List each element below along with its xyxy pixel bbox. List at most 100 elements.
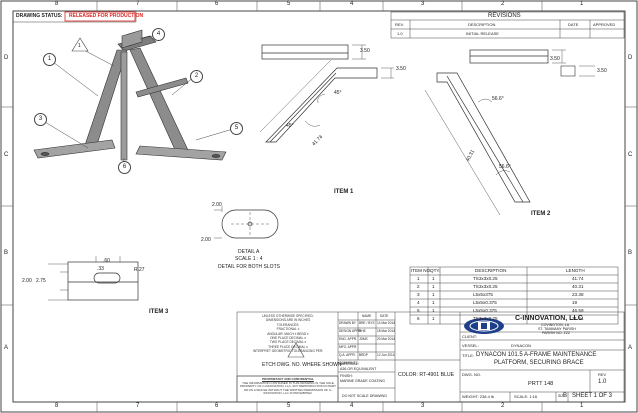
detail-scale: SCALE 1 : 4 [235,256,263,262]
balloon-6: 6 [118,161,131,174]
tolerance-line: ONE PLACE DECIMAL ± [270,336,306,341]
bom-cell-length: 23.38 [572,292,584,297]
item1-top-bar [261,44,349,60]
center-post [120,51,128,161]
material-value: A36 OR EQUIVALENT [340,367,377,371]
item2-dim-top-height: 3.50 [550,56,560,62]
bom-cell-desc: TS3x3x0.25 [473,276,498,281]
balloon-4-label: 4 [156,31,161,37]
item3-dim-radius: R.27 [134,267,145,273]
bom-cell-item: 1 [417,276,420,281]
note-flag-triangle [71,37,89,52]
size-value: B [563,393,568,399]
approval-name: JDMS [359,337,368,341]
detail-a-view [214,206,279,239]
company-name: C-INNOVATION, LLC [515,315,583,322]
tolerance-line: ANGULAR: MACH ± BEND ± [267,331,309,336]
tolerance-line: TWO PLACE DECIMAL ± [269,340,307,345]
rev-label: REV [598,372,607,377]
bom-cell-qty: 1 [432,284,435,289]
vessel-value: DYNACON [511,343,532,348]
tolerance-line: INTERPRET GEOMETRIC TOLERANCING PER: [252,349,324,354]
company-address-2: ST. TAMMANY PARISH [538,327,576,331]
revisions-header-date: DATE [568,22,579,27]
approvals-header-date: DATE [380,314,389,318]
tolerance-line: UNLESS OTHERWISE SPECIFIED: [262,314,314,318]
base-left [33,139,116,159]
revisions-header-desc: DESCRIPTION [468,22,496,27]
tolerance-line: TOLERANCES: [276,322,300,327]
balloon-4: 4 [152,28,165,41]
proprietary-body: THE INFORMATION CONTAINED IN THIS DRAWIN… [240,380,336,396]
zone-label-right-D: D [628,55,633,61]
approval-name: RHE [359,329,366,333]
zone-label-right-C: C [628,152,633,158]
item3-view [48,256,139,301]
zone-label-bottom-5: 5 [287,403,291,409]
bom-cell-desc: L5x5x0.375 [473,308,497,313]
bom-cell-desc: TS3x3x0.25 [473,284,498,289]
no-scale-note: DO NOT SCALE DRAWING [342,394,387,398]
zone-label-left-D: D [4,55,9,61]
item1-dim-angled-height: 3.50 [396,66,406,72]
drawing-title-line-1: DYNACON 101.5 A-FRAME MAINTENANCE [476,352,597,358]
zone-label-top-8: 8 [55,1,59,7]
item3-dim-a: .60 [103,258,110,264]
zone-label-bottom-8: 8 [55,403,59,409]
bom-table-grid [409,266,619,325]
balloon-5: 5 [230,122,243,135]
tolerance-line: THREE PLACE DECIMAL ± [268,344,308,349]
balloon-2-label: 2 [194,73,199,79]
foot-slot-right [211,154,221,158]
zone-label-left-B: B [4,250,9,256]
sheet-label: SHEET 1 OF 3 [572,393,612,399]
zone-label-left-A: A [4,345,9,351]
revisions-header-approved: APPROVED [593,22,616,27]
bom-cell-qty: 1 [432,300,435,305]
zone-label-bottom-4: 4 [350,403,354,409]
approvals-header-name: NAME [362,314,372,318]
item1-view [259,44,394,143]
zone-label-bottom-7: 7 [136,403,140,409]
zone-label-bottom-3: 3 [421,403,425,409]
balloon-6-label: 6 [122,164,127,170]
material-label: MATERIAL: [340,362,359,366]
bom-cell-length: 40.31 [572,284,584,289]
balloon-1-label: 1 [47,56,52,62]
bom-cell-qty: 1 [432,308,435,313]
detail-a-hole [247,221,253,227]
scale-label: SCALE: 1:16 [514,394,538,399]
dwg-no-label: DWG. NO. [462,372,482,377]
bom-cell-length: 31.64 [572,316,584,321]
item3-label: ITEM 3 [149,309,169,315]
approval-role: MFG. APPR. [339,345,358,349]
top-plate-upright [121,29,143,49]
bom-header-length: LENGTH [566,268,585,273]
drawing-status-value: RELEASED FOR PRODUCTION [69,13,144,19]
proprietary-box [236,375,339,403]
foot-slot-left [40,152,50,156]
bom-cell-length: 41.74 [572,276,584,281]
item2-view [424,49,595,216]
approval-name: BRDP [359,353,368,357]
tolerance-lines: UNLESS OTHERWISE SPECIFIED:DIMENSIONS AR… [240,314,336,354]
finish-value: MARINE GRADE COATING [340,379,385,383]
note-flag-number: 1 [78,43,81,49]
client-label: CLIENT: [462,334,477,339]
drawing-status-label: DRAWING STATUS: [16,13,63,19]
left-leg [83,49,128,149]
approval-date: 12 Jun 2014 [377,353,395,357]
dwg-no-value: PRTT 148 [528,381,554,387]
zone-label-bottom-1: 1 [580,403,584,409]
item2-angled-bar [436,72,531,203]
diagonal-brace [135,77,189,98]
item1-dim-angle-b: 45° [286,123,294,129]
item3-dim-c: 2.00 [22,278,32,284]
bom-cell-length: 19 [572,300,578,305]
zone-label-top-5: 5 [287,1,291,7]
